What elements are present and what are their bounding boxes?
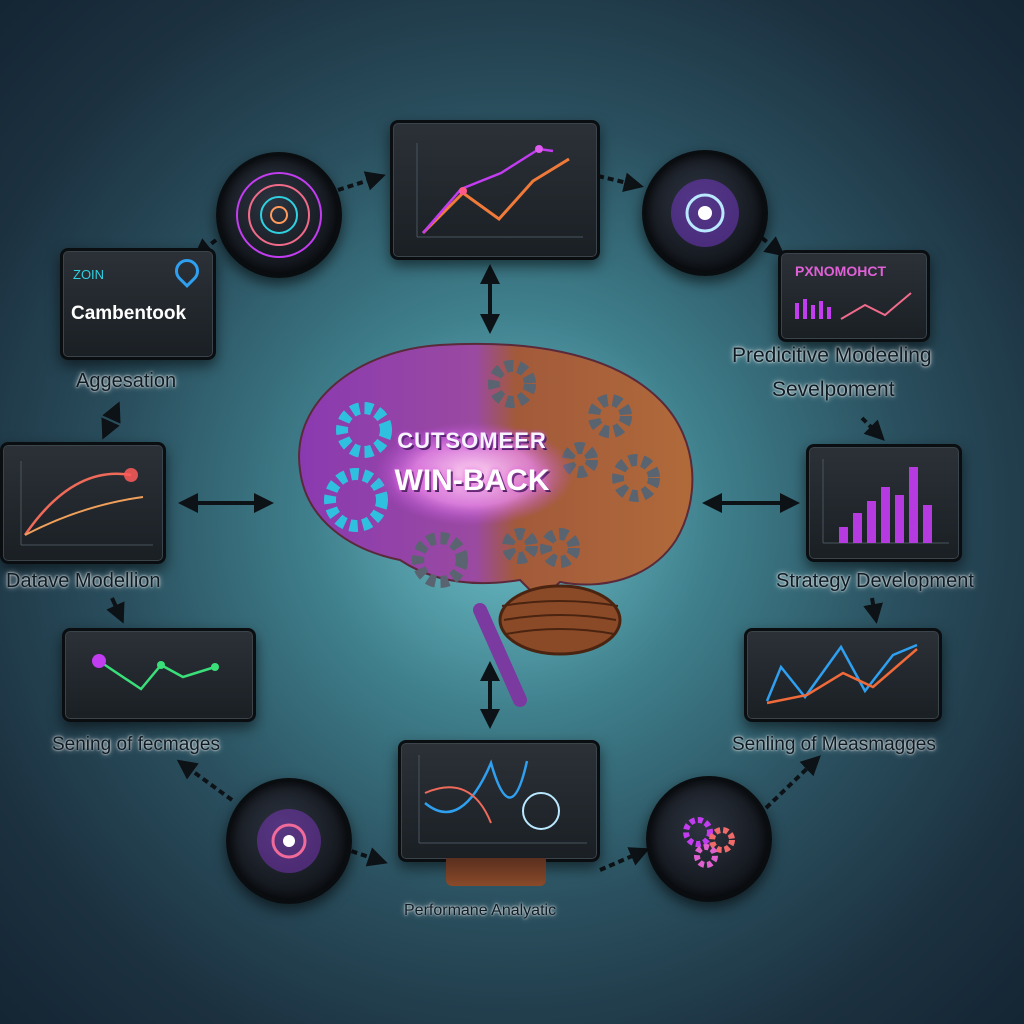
top-line-chart-panel <box>390 120 600 260</box>
arrow-strategy-down <box>863 597 883 624</box>
gears-orb <box>646 776 772 902</box>
network-orb <box>226 778 352 904</box>
arrow-orb-to-panel-right <box>760 236 786 257</box>
aggregation-panel: ZOIN Cambentook <box>60 248 216 360</box>
center-title-line1: CUTSOMEER <box>397 428 547 453</box>
label-sending-left: Sening of fecmages <box>52 734 220 755</box>
label-predictive-line1: Predicitive Modeeling <box>732 344 932 367</box>
label-data-modeling: Datave Modellion <box>6 570 161 592</box>
arrow-top-to-orb <box>597 172 644 193</box>
arrow-orb-to-top <box>337 171 386 192</box>
arrow-orbright-to-send <box>764 755 821 810</box>
arrow-sendleft-to-orb <box>176 759 234 802</box>
data-modeling-panel <box>0 442 166 564</box>
strategy-panel <box>806 444 962 562</box>
burst-orb <box>642 150 768 276</box>
arrow-pred-down <box>860 416 885 441</box>
sending-right-panel <box>744 628 942 722</box>
monitor-stand <box>446 858 546 886</box>
gear-icon <box>694 844 718 868</box>
arrow-datamodel-down <box>106 597 125 624</box>
label-performance: Performane Analyatic <box>404 902 557 919</box>
arrow-orbleft-to-monitor <box>341 846 388 867</box>
performance-monitor <box>398 740 600 862</box>
panel-title: PXNOMOHCT <box>795 263 886 279</box>
label-aggregation: Aggesation <box>76 370 177 392</box>
center-title-line2: WIN-BACK <box>394 464 550 497</box>
label-predictive-line2: Sevelpoment <box>772 378 895 401</box>
label-sending-right: Senling of Measmagges <box>732 734 936 755</box>
arrow-monitor-to-orbright <box>599 847 650 872</box>
gear-icon <box>683 817 713 847</box>
panel-title-prefix: ZOIN <box>73 267 105 282</box>
label-strategy: Strategy Development <box>776 570 974 592</box>
panel-title: Cambentook <box>71 303 187 324</box>
center-title: CUTSOMEER WIN-BACK <box>378 428 566 520</box>
predictive-panel: PXNOMOHCT <box>778 250 930 342</box>
gear-icon <box>709 827 735 853</box>
sending-left-panel <box>62 628 256 722</box>
arrow-agg-down <box>101 401 121 440</box>
radar-orb <box>216 152 342 278</box>
